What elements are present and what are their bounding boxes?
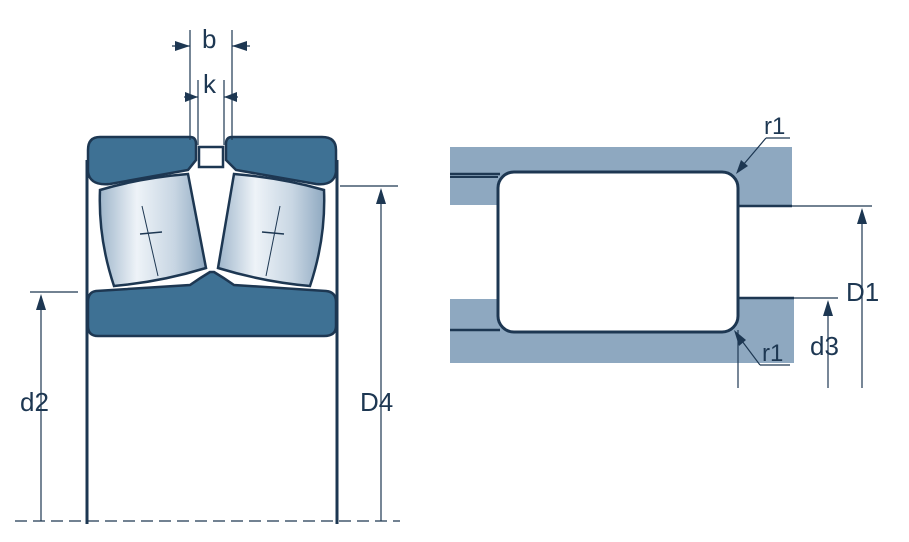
k-arrow-left [185,92,198,102]
d2-label: d2 [20,387,49,417]
d3-arrow [823,300,833,316]
bearing-section: b k d2 D4 [15,24,400,524]
r1-bottom-arrow [734,330,746,346]
r1-bottom-label: r1 [762,340,783,367]
k-label: k [203,69,217,99]
D4-label: D4 [360,387,393,417]
b-label: b [202,24,216,54]
D1-label: D1 [846,277,879,307]
D4-arrow [376,188,386,204]
roller-right [216,172,326,288]
D1-arrow [857,208,867,224]
lubrication-hole [197,145,225,169]
d3-label: d3 [810,331,839,361]
r1-top-arrow [736,160,748,174]
r1-top-label: r1 [764,113,785,140]
outer-ring-right [224,135,338,186]
mounting-detail: D1 d3 r1 r1 [450,113,879,388]
bearing-outline [496,170,740,334]
inner-ring [86,270,338,338]
roller-left [98,172,208,288]
outer-ring-left [86,135,198,186]
b-arrow-left [175,41,190,51]
k-arrow-right [224,92,237,102]
b-arrow-right [232,41,247,51]
d2-arrow [36,294,46,310]
